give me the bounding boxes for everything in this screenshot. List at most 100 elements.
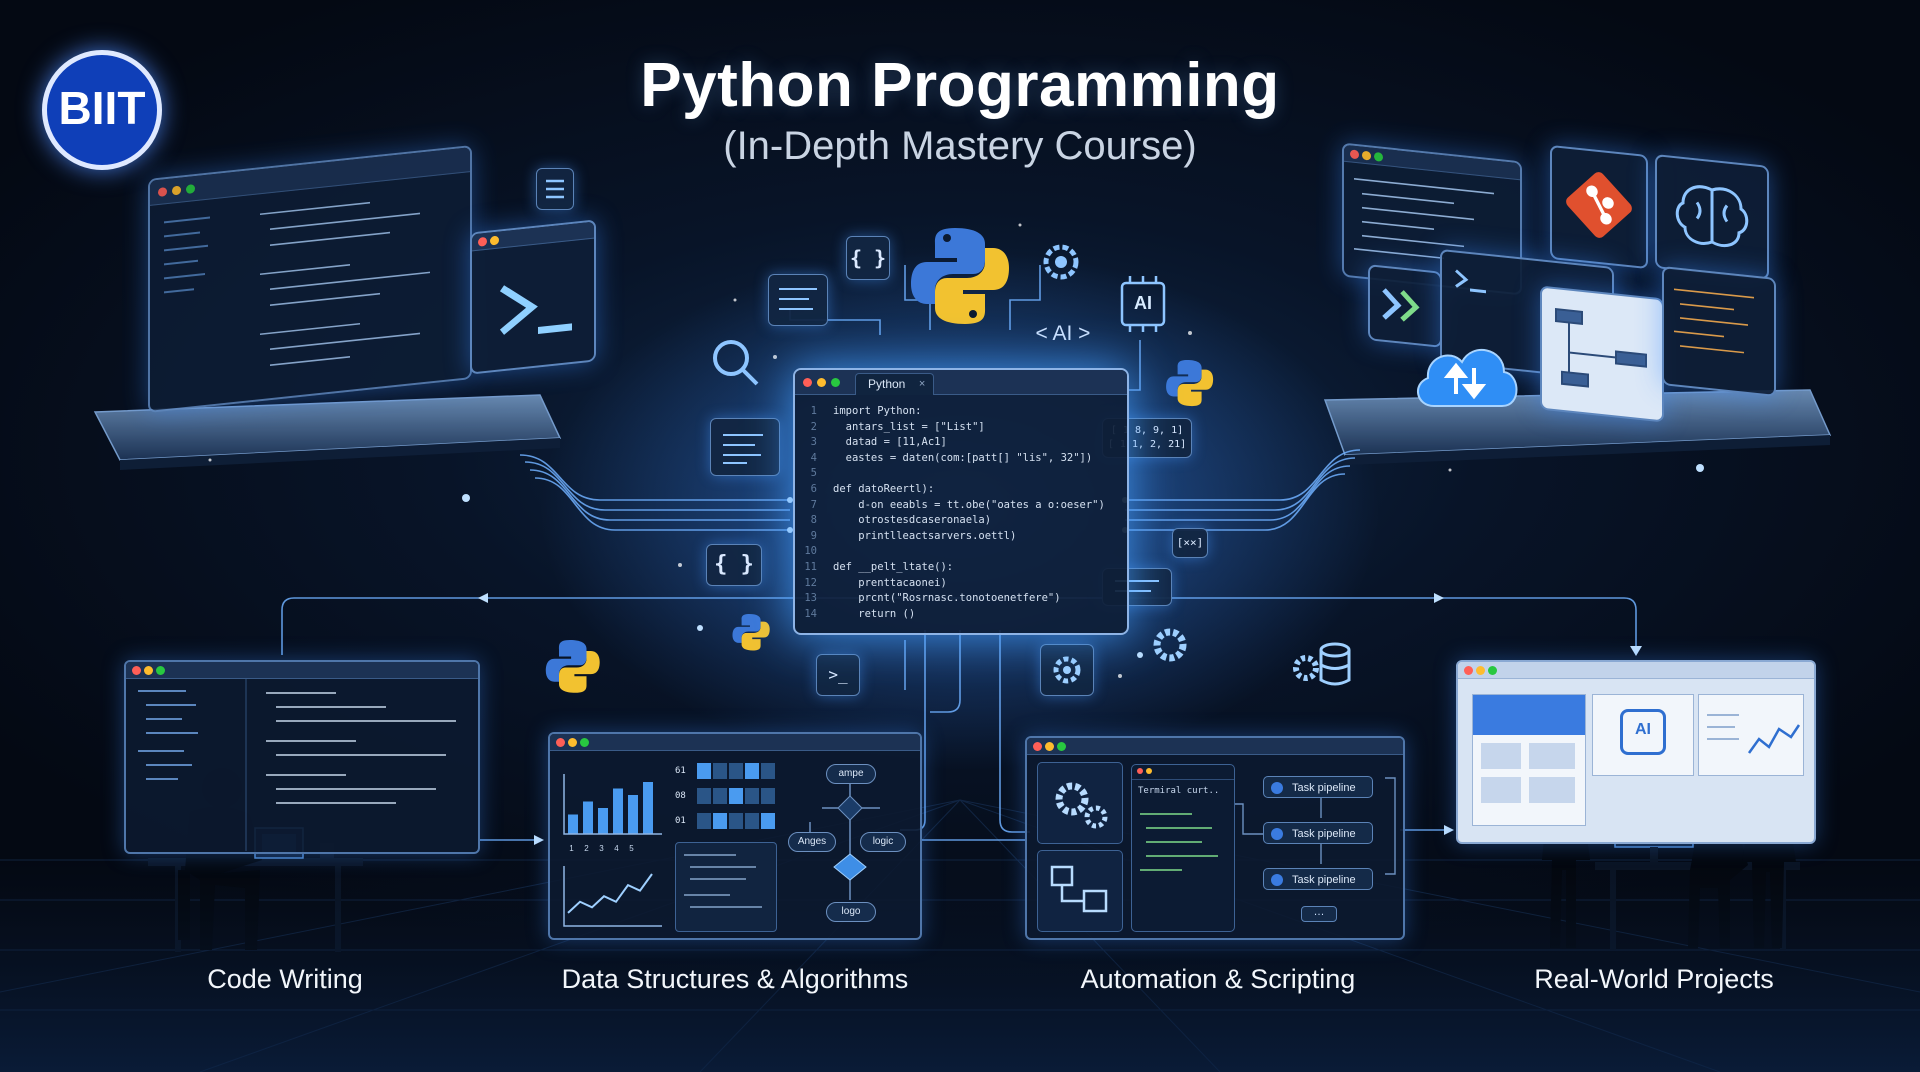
code-line: 4 eastes = daten(com:[patt[] "lis", 32"]… (795, 452, 1093, 465)
mini-bar (583, 801, 593, 834)
table-cell (713, 788, 727, 804)
workflow-box (1037, 850, 1123, 932)
pipeline-label: Task pipeline (1292, 874, 1356, 886)
table-cell (729, 813, 743, 829)
table-cell (745, 788, 759, 804)
right-editor-window (1342, 142, 1522, 296)
flow-node: logo (826, 902, 876, 922)
terminal-icon (499, 285, 572, 335)
code-text: printlleactsarvers.oettl) (833, 529, 1017, 542)
line-number: 11 (804, 561, 817, 573)
array-snippet-line-1: [ 1 8, 9, 1] (1110, 425, 1184, 436)
ai-brackets-label: < AI > (1035, 322, 1091, 345)
code-text: datad = [11,Ac1] (833, 436, 947, 449)
left-laptop (93, 394, 562, 470)
terminal-box: Termiral curt.. (1131, 764, 1235, 932)
task-pipeline-item[interactable]: Task pipeline (1263, 776, 1373, 798)
git-icon (1566, 172, 1632, 238)
pipeline-connectors (1235, 777, 1396, 875)
code-line: 8 otrostesdcaseronaela) (795, 514, 991, 527)
code-text: import Python: (833, 405, 922, 417)
cli-chevrons-panel (1368, 264, 1442, 348)
line-number: 2 (810, 420, 817, 433)
gear-icon (1153, 628, 1187, 662)
line-number: 3 (810, 436, 817, 449)
workflow-icon (1050, 865, 1108, 913)
table-row-label: 61 (675, 766, 686, 776)
projects-panel: AI (1456, 660, 1816, 844)
pipeline-icon (1271, 828, 1283, 840)
flowchart-illustration (1555, 308, 1647, 388)
table-cell (761, 788, 775, 804)
brain-icon (1675, 185, 1749, 248)
line-number: 7 (810, 498, 817, 511)
table-cell (745, 763, 759, 779)
sparkles (208, 223, 1452, 678)
table-cell (729, 788, 743, 804)
dsa-code-snippet (675, 842, 777, 932)
table-row: 08 (675, 785, 777, 807)
code-line: 7 d-on eeabls = tt.obe("oates a o:oeser"… (795, 499, 1105, 512)
automation-panel: Termiral curt.. Task pipeline Task pipel… (1025, 736, 1405, 940)
code-line: 9 printlleactsarvers.oettl) (795, 529, 1017, 543)
left-file-explorer-window (148, 144, 472, 414)
left-terminal-window (470, 219, 596, 375)
search-icon (713, 340, 759, 386)
task-pipeline-item[interactable]: Task pipeline (1263, 868, 1373, 890)
pipeline-label: Task pipeline (1292, 782, 1356, 794)
biit-logo: BIIT (42, 50, 162, 170)
table-cell (713, 763, 727, 779)
close-icon[interactable]: × (918, 378, 926, 390)
mini-line (567, 873, 653, 914)
func-box-chip: [××] (1172, 528, 1208, 558)
table-cell (697, 763, 711, 779)
gears-box (1037, 762, 1123, 844)
axis-tick-label: 2 (584, 844, 589, 853)
table-cell (761, 813, 775, 829)
gear-chip (1040, 644, 1094, 696)
pipeline-icon (1271, 874, 1283, 886)
terminal-title: Termiral curt.. (1138, 786, 1220, 796)
table-cell (697, 788, 711, 804)
window-titlebar (126, 662, 478, 679)
array-snippet-line-2: [ 1 1, 2, 21] (1107, 439, 1187, 450)
page-title: Python Programming (640, 51, 1280, 120)
prompt-chip: >_ (816, 654, 860, 696)
more-button[interactable]: … (1301, 906, 1337, 922)
code-line: 3 datad = [11,Ac1] (795, 436, 947, 449)
flow-node: ampe (826, 764, 876, 784)
line-number: 1 (810, 405, 817, 417)
section-caption-code-writing: Code Writing (207, 964, 363, 994)
line-number: 13 (804, 592, 817, 605)
flow-node: Anges (788, 832, 836, 852)
right-terminal-window (1440, 248, 1614, 382)
code-text: d-on eeabls = tt.obe("oates a o:oeser") (833, 498, 1105, 511)
editor-tab-label: Python (868, 377, 906, 391)
ai-chip-icon (1120, 276, 1166, 332)
window-titlebar (1458, 662, 1814, 679)
editor-tab[interactable]: Python × (855, 373, 935, 395)
axis-tick-label: 1 (569, 844, 574, 853)
mini-bar (568, 814, 578, 834)
code-line: 14 return () (795, 608, 915, 621)
task-pipeline-item[interactable]: Task pipeline (1263, 822, 1373, 844)
flowchart-panel (1540, 285, 1664, 423)
terminal-icon (1455, 269, 1486, 294)
python-logo-icon (732, 614, 770, 651)
website-mockup (1472, 694, 1586, 826)
code-line: 1 import Python: (795, 405, 922, 418)
ide-illustration (138, 679, 456, 851)
code-text: prcnt("Rosrnasc.tonotoenetfere") (833, 592, 1061, 605)
code-text: return () (833, 607, 916, 620)
table-cell (729, 763, 743, 779)
pipeline-label: Task pipeline (1292, 828, 1356, 840)
section-caption-dsa: Data Structures & Algorithms (561, 964, 909, 994)
ai-label: AI (1620, 709, 1666, 755)
editor-titlebar: Python × (795, 370, 1127, 395)
